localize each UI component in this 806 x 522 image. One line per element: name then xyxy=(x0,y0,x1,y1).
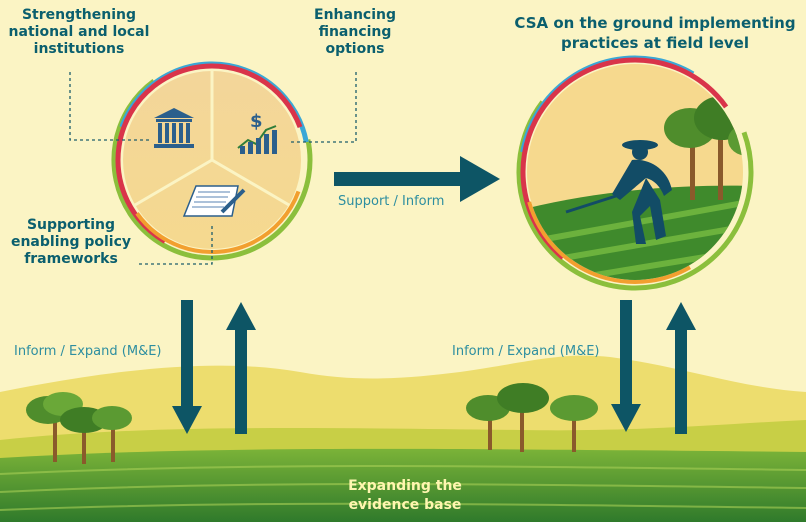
label-support-inform: Support / Inform xyxy=(338,194,445,209)
label-inform-right: Inform / Expand (M&E) xyxy=(452,344,600,359)
label-evidence: Expanding the evidence base xyxy=(348,478,462,513)
label-inform-left: Inform / Expand (M&E) xyxy=(14,344,162,359)
label-policy: Supporting enabling policy frameworks xyxy=(10,217,132,267)
csa-circle xyxy=(516,53,754,291)
svg-text:$: $ xyxy=(250,111,263,132)
left-down-arrow xyxy=(172,300,202,434)
trees-left xyxy=(26,392,132,464)
trees-right xyxy=(466,383,598,452)
left-up-arrow xyxy=(226,302,256,434)
dollar-chart-icon: $ xyxy=(237,111,277,154)
bank-icon xyxy=(154,108,194,148)
label-financing: Enhancing financing options xyxy=(314,7,396,57)
document-pen-icon xyxy=(182,185,246,217)
label-institutions: Strengthening national and local institu… xyxy=(8,7,150,57)
right-down-arrow xyxy=(611,300,641,432)
leader-lines xyxy=(69,72,357,265)
label-csa: CSA on the ground implementing practices… xyxy=(514,14,796,52)
right-up-arrow xyxy=(666,302,696,434)
support-arrow xyxy=(334,156,500,202)
farmer-icon xyxy=(565,140,672,244)
field-rows xyxy=(0,465,806,511)
